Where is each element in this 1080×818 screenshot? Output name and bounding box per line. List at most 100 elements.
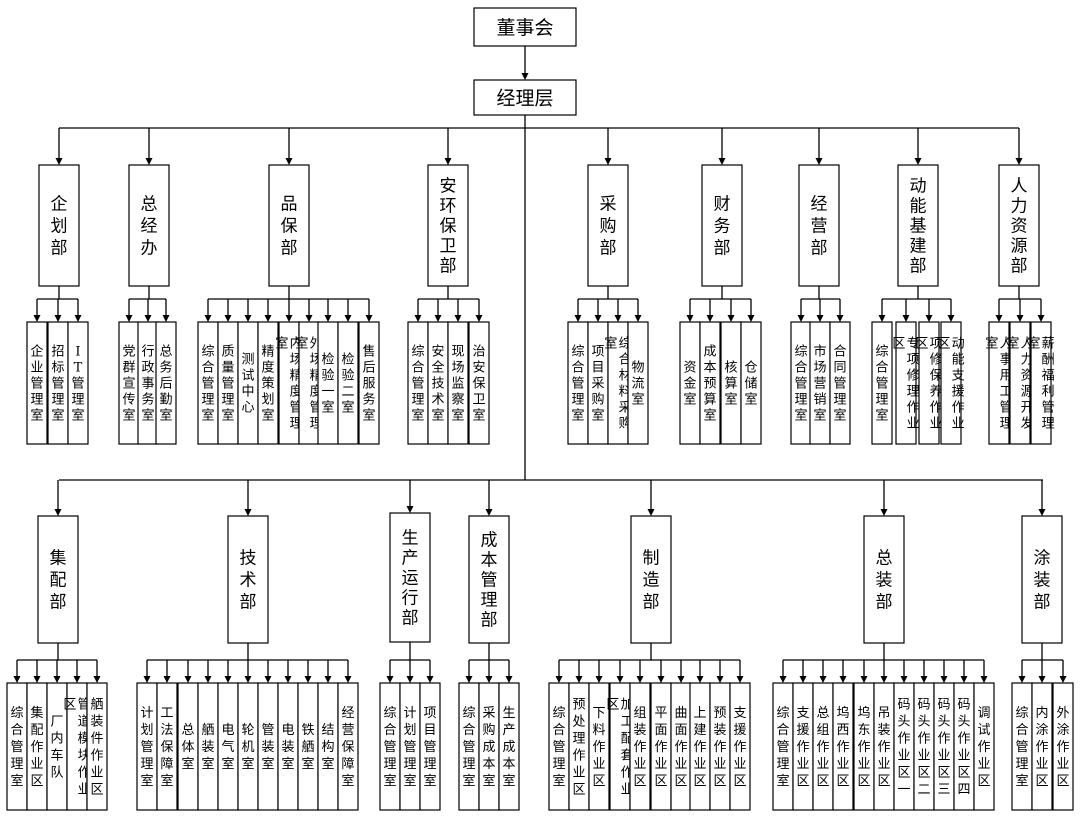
arrow-head	[574, 315, 582, 322]
node-label-char: 室	[281, 756, 294, 772]
node-label-char: 理	[221, 393, 234, 408]
node-label-char: 理	[907, 385, 920, 400]
node-label-char: 装	[261, 740, 274, 755]
node-label-char: 作	[930, 401, 943, 416]
node-label-char: 办	[141, 239, 158, 259]
node-label-char: 本	[481, 551, 498, 571]
arrow-head	[224, 676, 232, 683]
node-label-char: 物	[631, 361, 644, 376]
node-label-char: 中	[241, 385, 254, 400]
node-label-char: I	[75, 345, 80, 360]
arrow-head	[444, 158, 452, 165]
node-label-char: 计	[403, 706, 416, 721]
arrow-head	[686, 315, 694, 322]
node-label-char: 车	[50, 748, 63, 764]
node-label-char: 业	[917, 749, 930, 764]
node-label-char: 区	[674, 774, 687, 789]
node-label-char: 能	[910, 197, 927, 217]
node-label-char: 安	[440, 177, 457, 197]
node-label-char: 室	[181, 756, 194, 772]
arrow-head	[819, 676, 827, 683]
node-label-char: 理	[423, 757, 436, 772]
node-label-char: 室	[776, 773, 789, 789]
node-label-char: 业	[572, 766, 585, 781]
node-label-char: 政	[141, 361, 154, 376]
node-label-char: 室	[744, 392, 757, 408]
node-label-char: 总	[876, 549, 893, 569]
node-label-char: 三	[937, 783, 950, 798]
node-label-char: 室	[552, 773, 565, 789]
arrow-head	[184, 676, 192, 683]
node-label-char: 预	[572, 698, 585, 713]
node-label-char: 计	[140, 706, 153, 721]
node-label-char: 内	[50, 731, 63, 747]
node-label-char: 策	[261, 376, 274, 392]
arrow-head	[900, 676, 908, 683]
arrow-head	[406, 506, 414, 513]
node-label-char: 管	[71, 377, 84, 392]
node-label-char: 区	[606, 698, 619, 713]
node-label-char: 合	[776, 723, 789, 738]
org-node-e7: 涂装部	[1021, 515, 1063, 644]
arrow-head	[33, 315, 41, 322]
node-label-char: 室	[411, 408, 424, 424]
node-label-char: 室	[275, 336, 288, 352]
node-label-char: 部	[714, 239, 731, 259]
node-label-char: 作	[907, 401, 920, 416]
node-label-char: 业	[836, 757, 849, 772]
node-label-char: 室	[261, 756, 274, 772]
node-label-char: 业	[796, 757, 809, 772]
node-label-char: 区	[713, 774, 726, 789]
arrow-head	[980, 676, 988, 683]
node-label-char: 合	[383, 723, 396, 738]
node-label-char: 理	[30, 393, 43, 408]
arrow-head	[1059, 676, 1067, 683]
org-node-e2c9: 铁舾室	[297, 682, 319, 811]
node-label-char: 行	[402, 589, 419, 609]
node-label-char: 力	[1011, 197, 1028, 217]
node-label-char: 全	[431, 360, 444, 376]
node-label-char: 术	[431, 393, 444, 408]
node-label-char: 管	[383, 740, 396, 755]
arrow-head	[434, 315, 442, 322]
arrow-head	[244, 509, 252, 516]
org-node-e2: 技术部	[227, 515, 269, 644]
node-label-char: 室	[451, 408, 464, 424]
node-label-char: 业	[30, 361, 43, 376]
arrow-head	[1038, 676, 1046, 683]
arrow-head	[555, 676, 563, 683]
node-label-char: T	[74, 361, 83, 376]
node-label-char: 区	[63, 698, 76, 713]
node-label-char: 测	[241, 353, 254, 368]
node-label-char: 市	[813, 344, 826, 360]
node-label-char: 理	[140, 757, 153, 772]
node-label-char: 管	[794, 377, 807, 392]
arrow-head	[475, 315, 483, 322]
node-label-char: 心	[241, 401, 254, 416]
node-label-char: 修	[930, 353, 943, 368]
arrow-head	[163, 676, 171, 683]
node-label-char: 务	[714, 217, 731, 237]
node-label-char: 下	[592, 706, 605, 721]
arrow-head	[426, 676, 434, 683]
node-label-char: 障	[341, 757, 354, 772]
node-label-char: 室	[431, 408, 444, 424]
node-label-char: 二	[917, 783, 930, 798]
org-boxes: 董事会经理层企划部企业管理室招标管理室IT管理室总经办党群宣传室行政事务室总务后…	[6, 7, 1074, 811]
node-label-char: 区	[937, 766, 950, 781]
node-label-char: 室	[10, 773, 23, 789]
node-label-char: 头	[897, 715, 910, 730]
org-node-e5: 制造部	[630, 515, 672, 644]
node-label-char: 作	[836, 740, 849, 755]
arrow-head	[657, 676, 665, 683]
